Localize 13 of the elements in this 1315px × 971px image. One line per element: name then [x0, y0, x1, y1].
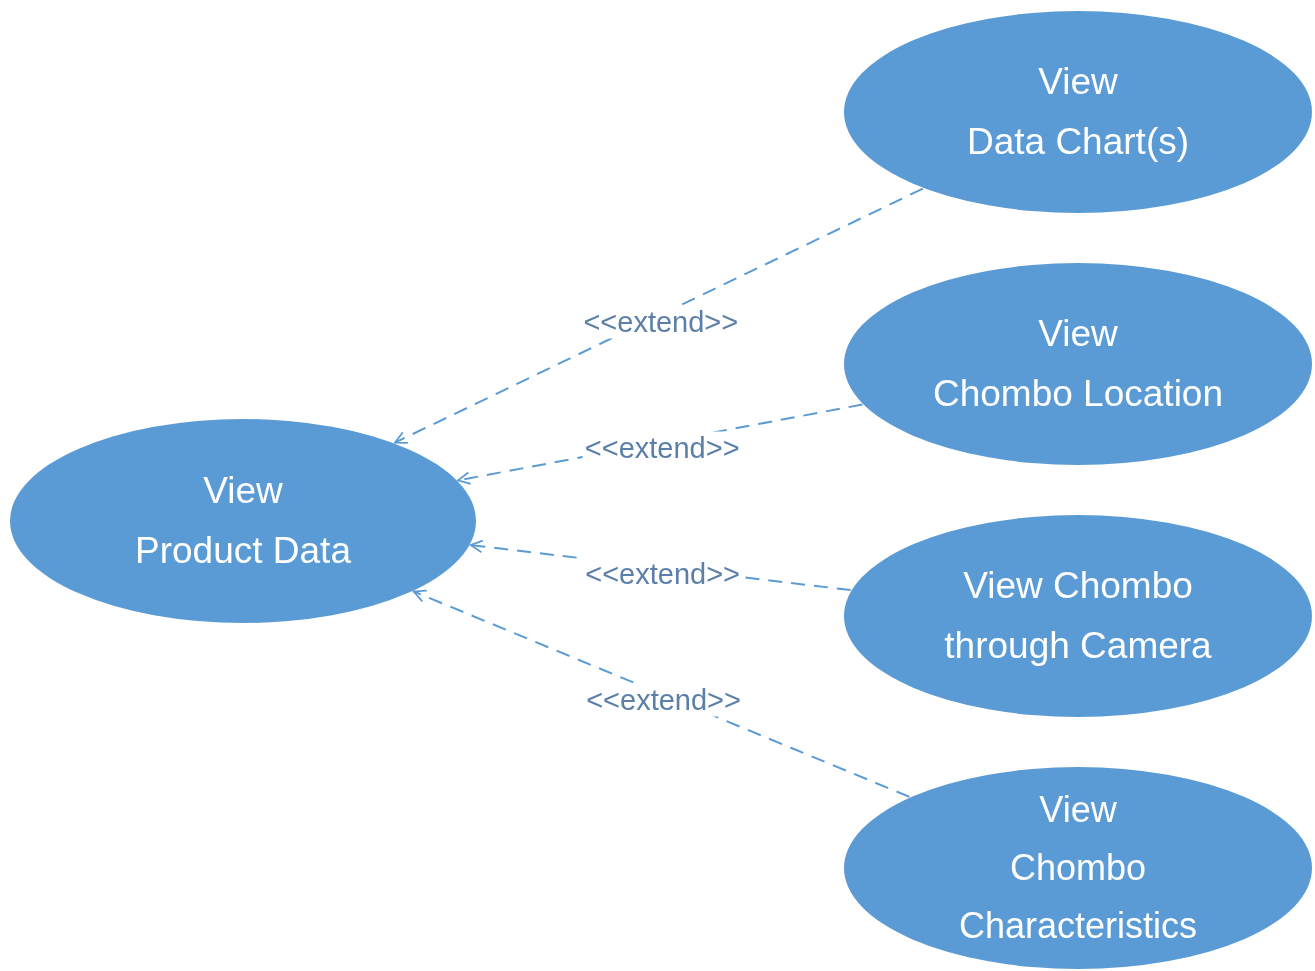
- use-case-label: Data Chart(s): [966, 120, 1190, 164]
- use-case-label: View: [203, 469, 283, 513]
- use-case-label: Characteristics: [958, 904, 1198, 948]
- use-case-label: View: [1038, 312, 1118, 356]
- edge-label: <<extend>>: [584, 683, 743, 717]
- use-case-label: Product Data: [135, 529, 351, 573]
- use-case-label: View Chombo: [963, 564, 1193, 608]
- use-case-label: Chombo Location: [933, 372, 1223, 416]
- use-case-label: through Camera: [944, 624, 1212, 668]
- dashed-arrow: [393, 187, 924, 444]
- use-case-label: View: [1038, 60, 1118, 104]
- use-case-label: Chombo: [1009, 846, 1147, 890]
- use-case-label: View: [1039, 788, 1117, 832]
